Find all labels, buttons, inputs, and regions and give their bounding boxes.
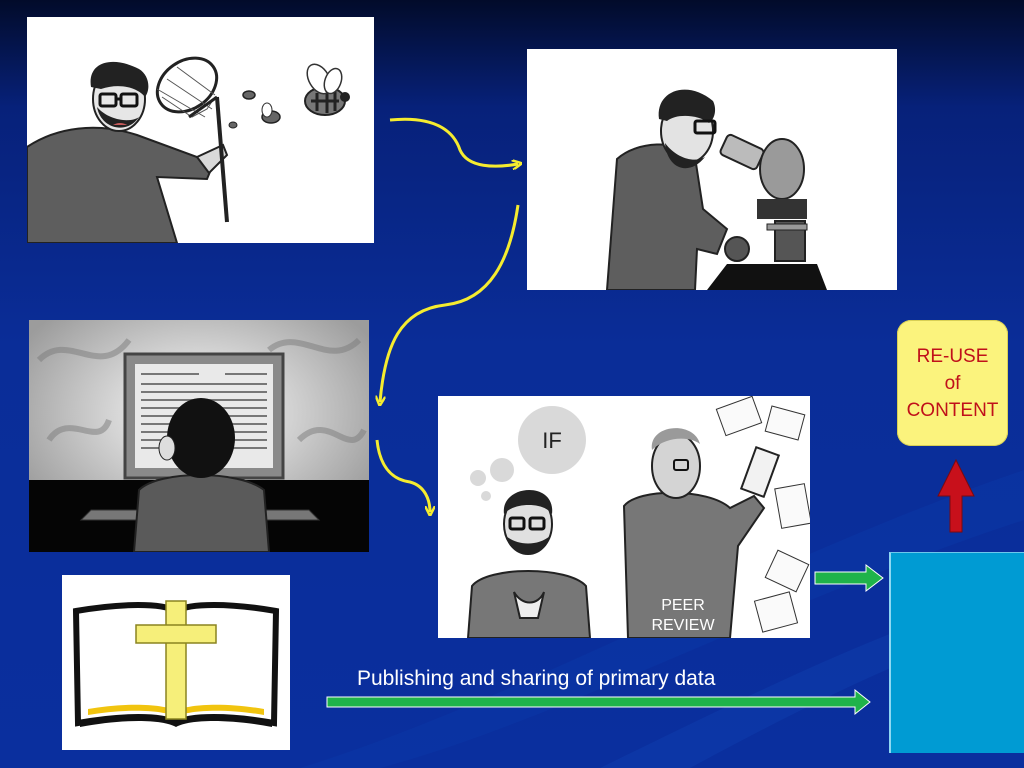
person-at-computer-illustration (29, 320, 369, 552)
reuse-line1: RE-USE (916, 345, 989, 367)
panel-microscope-analysis (527, 49, 897, 290)
arrow-review-to-repository (814, 563, 884, 593)
data-repository-box (889, 552, 1024, 753)
arrow-reuse-up (937, 458, 975, 533)
scientist-with-net-illustration (27, 56, 350, 243)
reuse-of-content-label: RE-USE of CONTENT (907, 343, 999, 424)
thought-bubble (518, 406, 586, 474)
peer-review-illustration: IF PEER REVIEW (466, 396, 810, 638)
book-with-cross-icon (72, 600, 280, 727)
arrow-collect-to-analyze (389, 117, 518, 166)
reuse-line2: of (944, 372, 961, 394)
arrow-publishing-data (326, 688, 871, 716)
peer-review-sign-line1: PEER (661, 597, 705, 614)
panel-writing-paper (29, 320, 369, 552)
scientist-microscope-illustration (605, 89, 827, 290)
panel-peer-review: IF PEER REVIEW (438, 396, 810, 638)
reuse-line3: CONTENT (906, 399, 999, 421)
reuse-of-content-box: RE-USE of CONTENT (897, 320, 1008, 446)
panel-collecting-specimens (27, 17, 374, 243)
publishing-label: Publishing and sharing of primary data (357, 667, 716, 690)
arrow-write-to-review (375, 439, 430, 512)
peer-review-sign-line2: REVIEW (651, 617, 715, 634)
panel-publication (62, 575, 290, 750)
arrow-analyze-to-write (380, 204, 520, 402)
thought-bubble-text: IF (542, 428, 562, 453)
